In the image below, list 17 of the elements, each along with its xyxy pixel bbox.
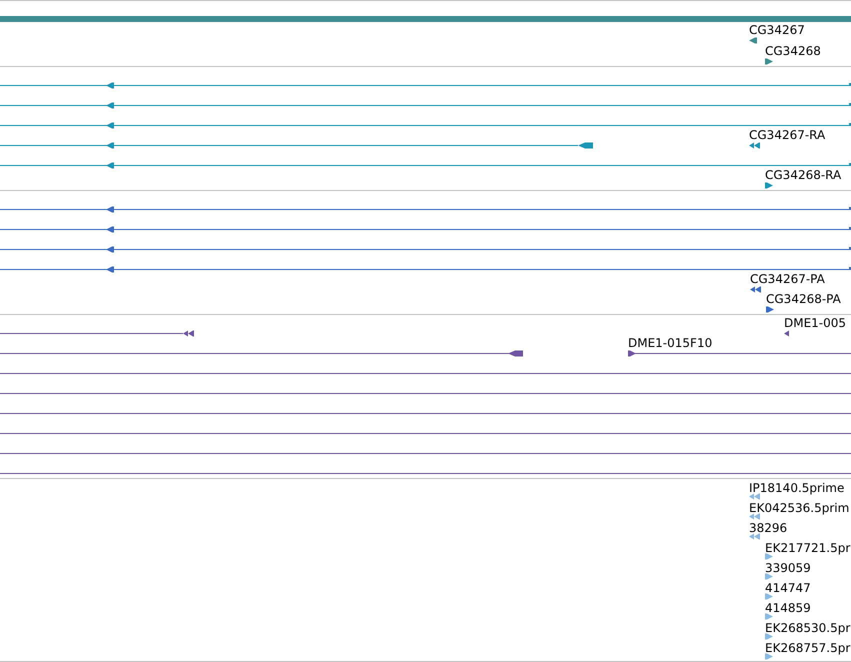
feature-label: CG34268-PA — [766, 292, 841, 306]
feature-label: EK217721.5pr — [765, 541, 850, 555]
feature-label: 414747 — [765, 581, 811, 595]
feature-label: CG34268-RA — [765, 168, 842, 182]
feature-label: EK268530.5pr — [765, 621, 850, 635]
feature-label: IP18140.5prime — [749, 481, 844, 495]
feature-label: CG34267-RA — [749, 128, 826, 142]
feature-label: EK268757.5pr — [765, 641, 850, 655]
feature-label: 38296 — [749, 521, 788, 535]
feature-label: CG34267 — [749, 23, 805, 37]
feature-label: CG34267-PA — [750, 272, 825, 286]
feature-label: DME1-005 — [784, 316, 846, 330]
feature-label: 339059 — [765, 561, 811, 575]
feature-label: DME1-015F10 — [628, 336, 712, 350]
feature-label: 414859 — [765, 601, 811, 615]
feature-label: CG34268 — [765, 44, 821, 58]
feature-label: EK042536.5prim — [749, 501, 850, 515]
